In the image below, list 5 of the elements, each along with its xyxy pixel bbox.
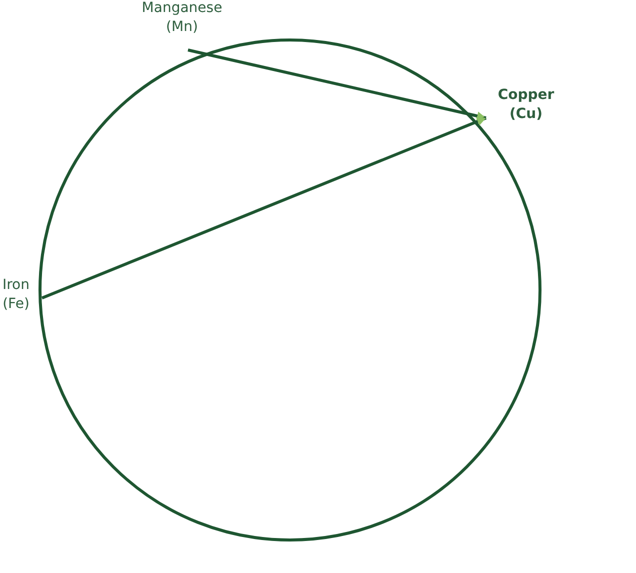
element-label: Manganese (Mn) <box>130 0 234 37</box>
arrow <box>41 116 487 300</box>
element-label: Iron (Fe) <box>0 276 38 314</box>
element-label: Copper (Cu) <box>486 86 566 124</box>
arrow <box>188 48 486 120</box>
